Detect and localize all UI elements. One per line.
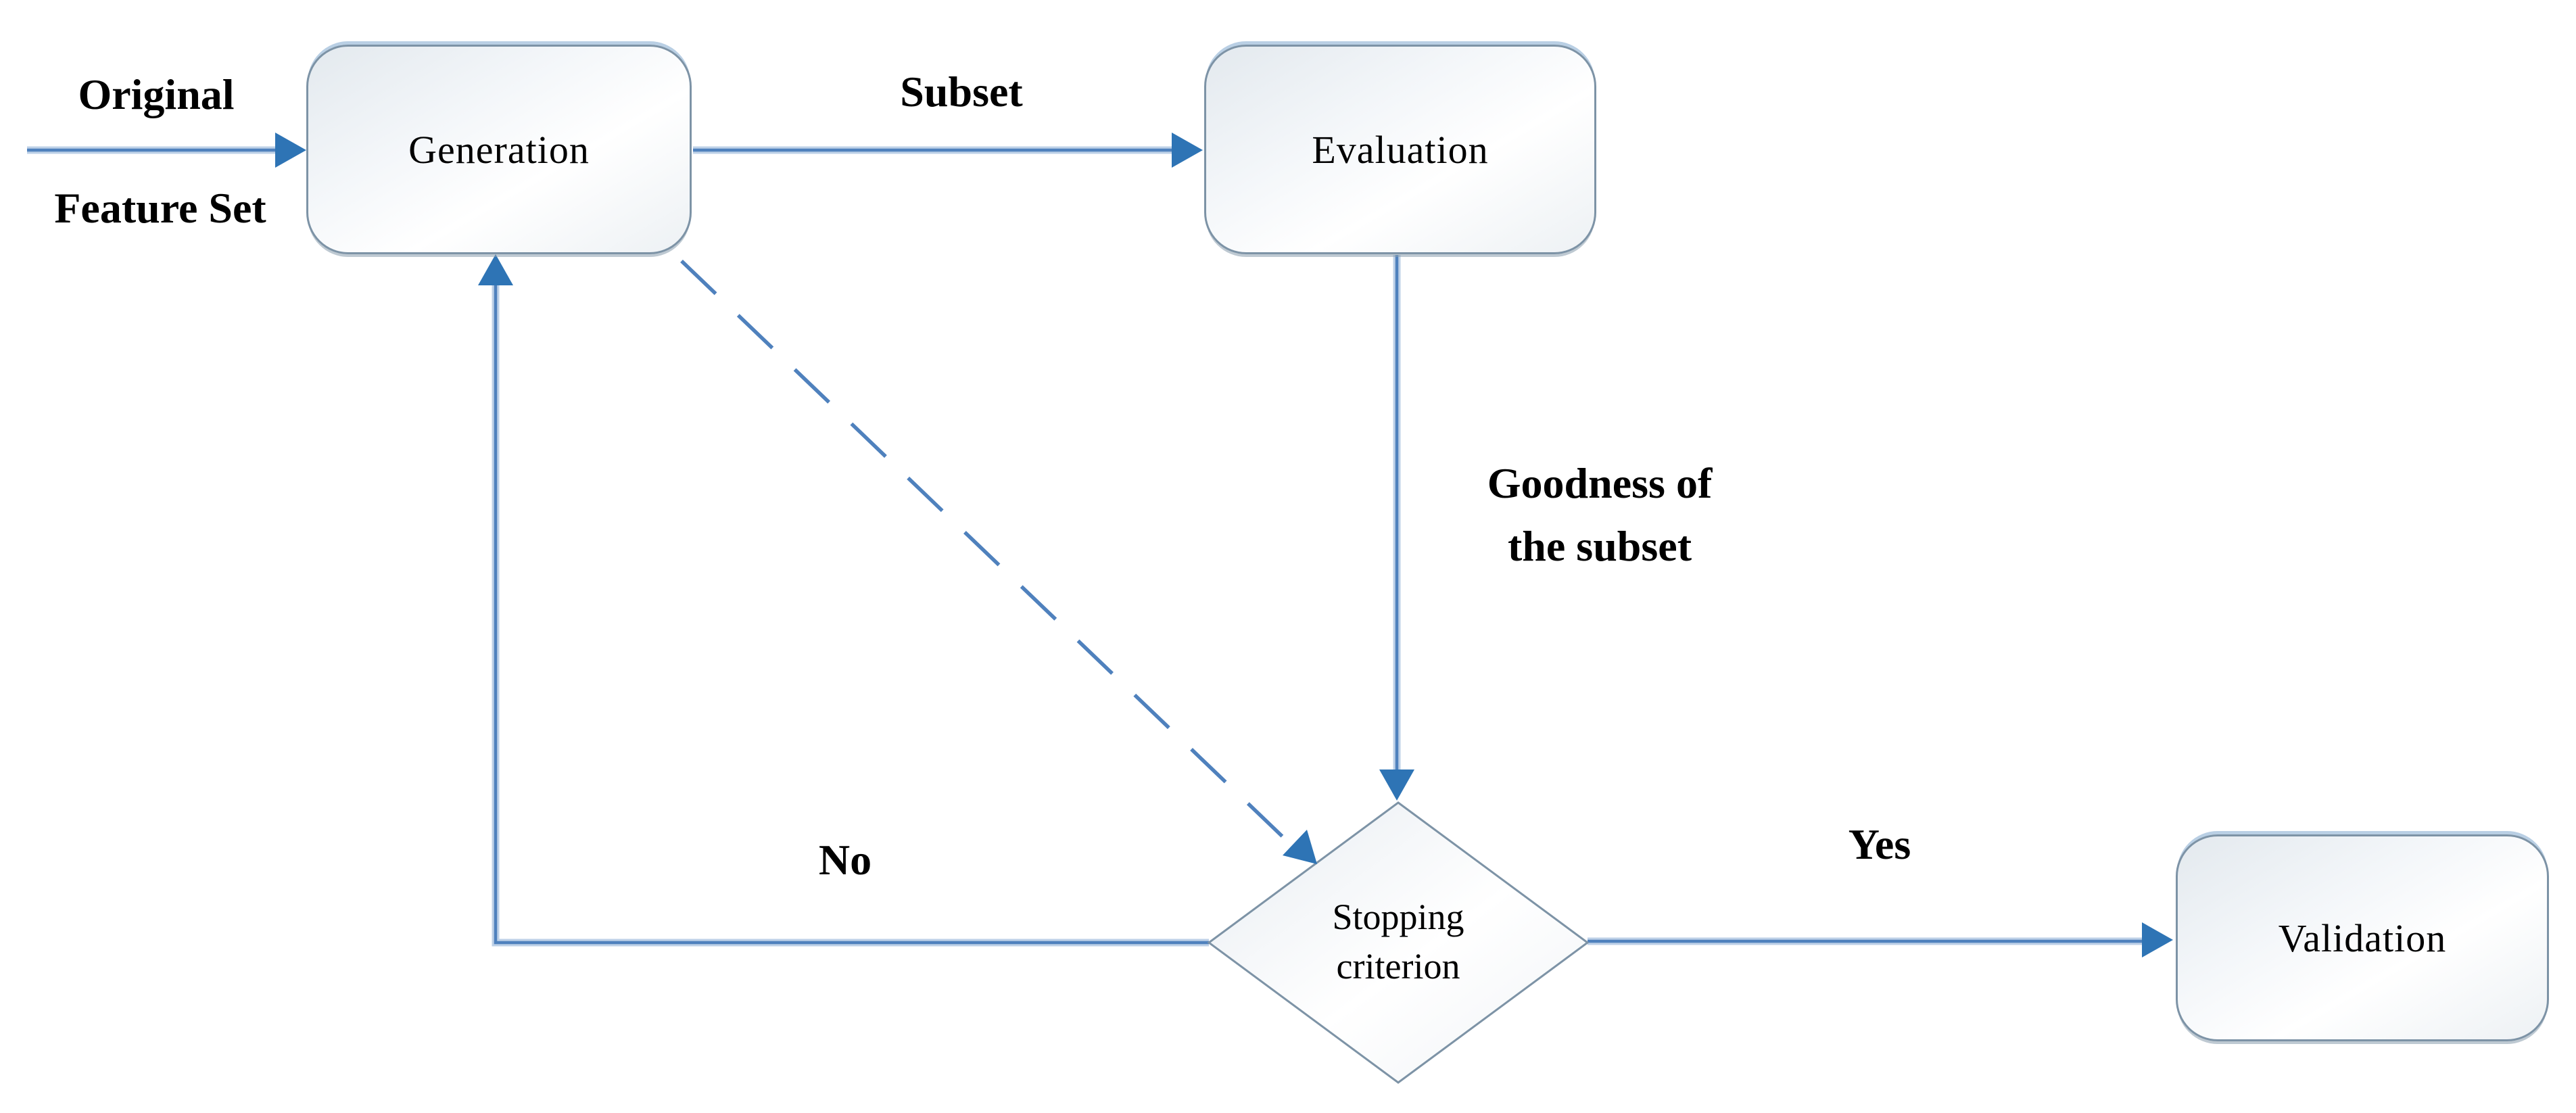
validation-node-label: Validation <box>2278 916 2447 960</box>
evaluation-node: Evaluation <box>1204 45 1596 254</box>
arrowhead-into-evaluation <box>1172 133 1203 168</box>
edge-label-goodness-line1: Goodness of <box>1487 459 1713 508</box>
stopping-criterion-label-line2: criterion <box>1336 946 1460 987</box>
arrowhead-into-diamond-top <box>1379 769 1414 801</box>
edge-label-subset: Subset <box>900 68 1023 116</box>
edge-dashed-line <box>680 260 1288 842</box>
edge-halos <box>27 146 2142 947</box>
edge-cores <box>27 148 2142 945</box>
stopping-criterion-diamond <box>1207 801 1590 1084</box>
evaluation-node-label: Evaluation <box>1312 127 1489 172</box>
edge-label-no: No <box>818 836 872 884</box>
edge-label-yes: Yes <box>1848 820 1911 868</box>
arrowhead-into-validation <box>2142 922 2173 957</box>
edge-label-feature-set: Feature Set <box>54 184 266 232</box>
validation-node: Validation <box>2176 834 2549 1041</box>
arrowhead-dashed-into-diamond <box>1283 830 1317 864</box>
stopping-criterion-label-line1: Stopping <box>1332 897 1464 938</box>
stopping-criterion-label: Stopping criterion <box>1332 893 1464 991</box>
arrowhead-into-generation-bottom <box>478 254 513 285</box>
edge-label-goodness: Goodness of the subset <box>1487 452 1713 578</box>
generation-node: Generation <box>306 45 692 254</box>
arrowheads <box>275 133 2173 957</box>
generation-node-label: Generation <box>408 127 590 172</box>
edge-no-line <box>494 284 1209 945</box>
arrowhead-into-generation <box>275 133 306 168</box>
edge-label-goodness-line2: the subset <box>1507 522 1692 570</box>
edge-label-original: Original <box>78 70 235 118</box>
